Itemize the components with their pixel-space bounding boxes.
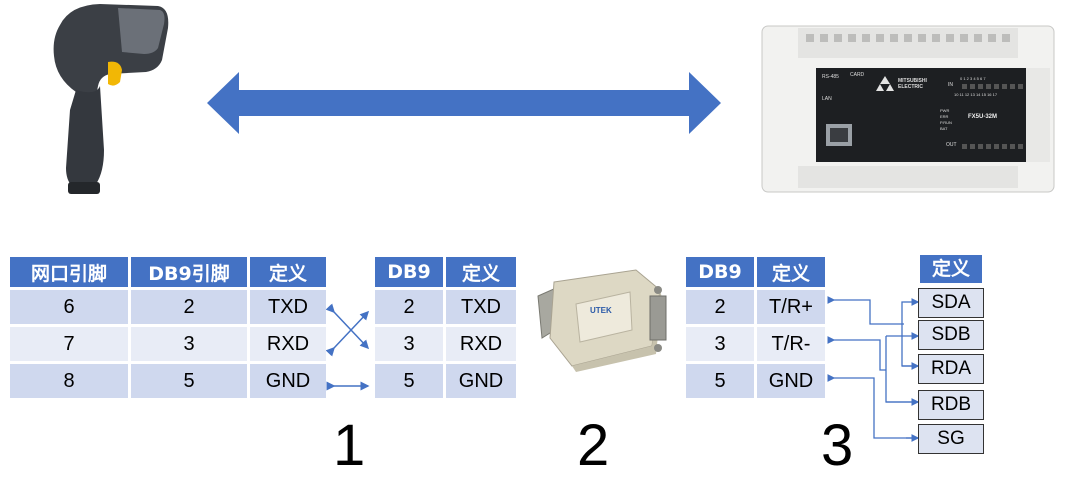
table-header-row: DB9 定义 (686, 257, 825, 287)
signal-box-rda: RDA (918, 354, 984, 384)
table-cell: RXD (250, 327, 326, 361)
table-cell: 8 (10, 364, 128, 398)
table-cell: 5 (131, 364, 247, 398)
table-row: 2 T/R+ (686, 290, 825, 324)
plc-lan-label: LAN (822, 96, 832, 102)
table-cell: 6 (10, 290, 128, 324)
section-number-3: 3 (821, 412, 853, 479)
table-header: 网口引脚 (10, 257, 128, 287)
table-cell: TXD (446, 290, 516, 324)
signal-box-rdb: RDB (918, 390, 984, 420)
plc-status-bat: BAT (940, 126, 947, 131)
table-header: 定义 (446, 257, 516, 287)
plc-brand-label: MITSUBISHI ELECTRIC (898, 78, 946, 90)
table-cell: 5 (686, 364, 754, 398)
signal-box-sg: SG (918, 424, 984, 454)
table-header-row: 网口引脚 DB9引脚 定义 (10, 257, 326, 287)
table-header: DB9 (686, 257, 754, 287)
rs232-rs485-converter-image: UTEK (532, 268, 672, 372)
bidirectional-arrow-icon (205, 68, 725, 138)
table-cell: GND (250, 364, 326, 398)
plc-status-pwr: PWR (940, 108, 949, 113)
table-cell: 5 (375, 364, 443, 398)
section-number-2: 2 (577, 412, 609, 479)
plc-device-image: RS-485 CARD LAN MITSUBISHI ELECTRIC FX5U… (758, 16, 1058, 196)
section-number-1: 1 (333, 412, 365, 479)
table-cell: GND (446, 364, 516, 398)
db9-definition-table-left: DB9 定义 2 TXD 3 RXD 5 GND (372, 254, 519, 401)
converter-brand-label: UTEK (590, 306, 612, 315)
table-header: DB9引脚 (131, 257, 247, 287)
definition-header: 定义 (920, 255, 982, 283)
table-header: 定义 (250, 257, 326, 287)
table-row: 2 TXD (375, 290, 516, 324)
table-cell: TXD (250, 290, 326, 324)
table-header: 定义 (757, 257, 825, 287)
table-cell: 3 (375, 327, 443, 361)
plc-status-err: ERR (940, 114, 948, 119)
plc-in-label: IN (948, 82, 953, 88)
table-row: 3 T/R- (686, 327, 825, 361)
signal-box-sdb: SDB (918, 320, 984, 350)
table-row: 3 RXD (375, 327, 516, 361)
plc-out-label: OUT (946, 142, 957, 148)
plc-io-top-numbers: 0 1 2 3 4 5 6 7 (960, 76, 986, 81)
table-cell: 3 (686, 327, 754, 361)
table-header-row: DB9 定义 (375, 257, 516, 287)
plc-io-bottom-numbers: 10 11 12 13 14 15 16 17 (954, 92, 997, 97)
table-cell: 2 (686, 290, 754, 324)
table-cell: RXD (446, 327, 516, 361)
signal-box-sda: SDA (918, 288, 984, 318)
crossover-connection-icon (326, 290, 376, 400)
table-cell: 2 (131, 290, 247, 324)
plc-card-label: CARD (850, 72, 864, 78)
plc-port-label: RS-485 (822, 74, 839, 80)
table-header: DB9 (375, 257, 443, 287)
table-cell: 7 (10, 327, 128, 361)
table-cell: 3 (131, 327, 247, 361)
barcode-scanner-image (30, 0, 180, 200)
ethernet-db9-pin-table: 网口引脚 DB9引脚 定义 6 2 TXD 7 3 RXD 8 5 GND (7, 254, 329, 401)
table-row: 7 3 RXD (10, 327, 326, 361)
table-cell: T/R+ (757, 290, 825, 324)
db9-definition-table-right: DB9 定义 2 T/R+ 3 T/R- 5 GND (683, 254, 828, 401)
table-cell: GND (757, 364, 825, 398)
table-cell: T/R- (757, 327, 825, 361)
table-row: 6 2 TXD (10, 290, 326, 324)
table-row: 5 GND (686, 364, 825, 398)
plc-model-label: FX5U-32M (968, 114, 997, 120)
table-cell: 2 (375, 290, 443, 324)
table-row: 5 GND (375, 364, 516, 398)
plc-status-prun: P.RUN (940, 120, 952, 125)
table-row: 8 5 GND (10, 364, 326, 398)
